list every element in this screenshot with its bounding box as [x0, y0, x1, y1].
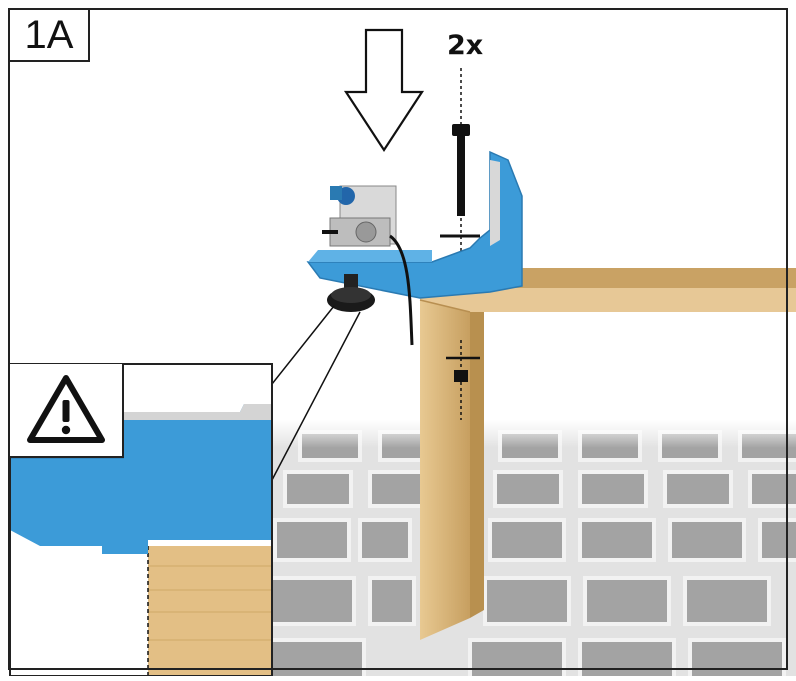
panel-border	[8, 8, 788, 670]
floor	[270, 420, 796, 676]
machine-base	[306, 150, 523, 346]
quantity-label: 2x	[447, 30, 484, 61]
warning-icon	[27, 375, 105, 443]
hole-marker	[446, 340, 480, 420]
screw-icon	[440, 68, 480, 262]
step-label: 1A	[10, 10, 90, 62]
down-arrow-icon	[343, 28, 425, 153]
callout-lines	[271, 305, 361, 481]
table	[419, 268, 796, 640]
warning-box	[10, 364, 124, 458]
nut-icon	[454, 370, 468, 382]
